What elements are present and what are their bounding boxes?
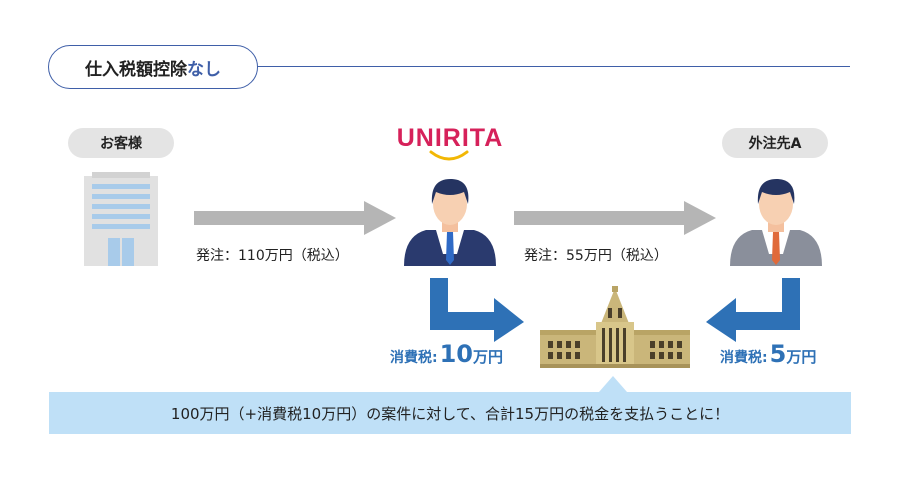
section-title-accent: なし: [187, 59, 221, 80]
order-label-second: 発注：55万円（税込）: [524, 248, 668, 264]
logo-smile-icon: [429, 150, 469, 161]
section-title: 仕入税額控除なし: [48, 45, 258, 89]
government-building-icon: [540, 286, 690, 368]
order-arrow-customer-to-company: [194, 201, 396, 235]
order-arrow-company-to-vendor: [514, 201, 716, 235]
customer-label: お客様: [68, 128, 174, 158]
unirita-logo: UNIRITA: [380, 124, 520, 164]
section-title-main: 仕入税額控除: [85, 59, 187, 80]
vendor-label: 外注先A: [722, 128, 828, 158]
summary-message: 100万円（+消費税10万円）の案件に対して、合計15万円の税金を支払うことに！: [49, 392, 851, 434]
tax-prefix: 消費税:: [390, 350, 438, 366]
tax-amount: 5: [769, 340, 787, 368]
businessman-vendor-icon: [730, 178, 822, 266]
section-divider-line: [256, 66, 850, 67]
tax-amount: 10: [439, 340, 474, 368]
tax-unit: 万円: [786, 348, 817, 366]
office-building-icon: [84, 172, 158, 266]
tax-arrow-company-to-government: [430, 278, 524, 342]
tax-unit: 万円: [473, 348, 504, 366]
message-pointer: [599, 376, 627, 392]
tax-arrow-vendor-to-government: [706, 278, 800, 342]
logo-text: UNIRITA: [396, 124, 504, 152]
tax-prefix: 消費税:: [720, 350, 768, 366]
businessman-icon: [404, 178, 496, 266]
order-label-first: 発注：110万円（税込）: [196, 248, 349, 264]
